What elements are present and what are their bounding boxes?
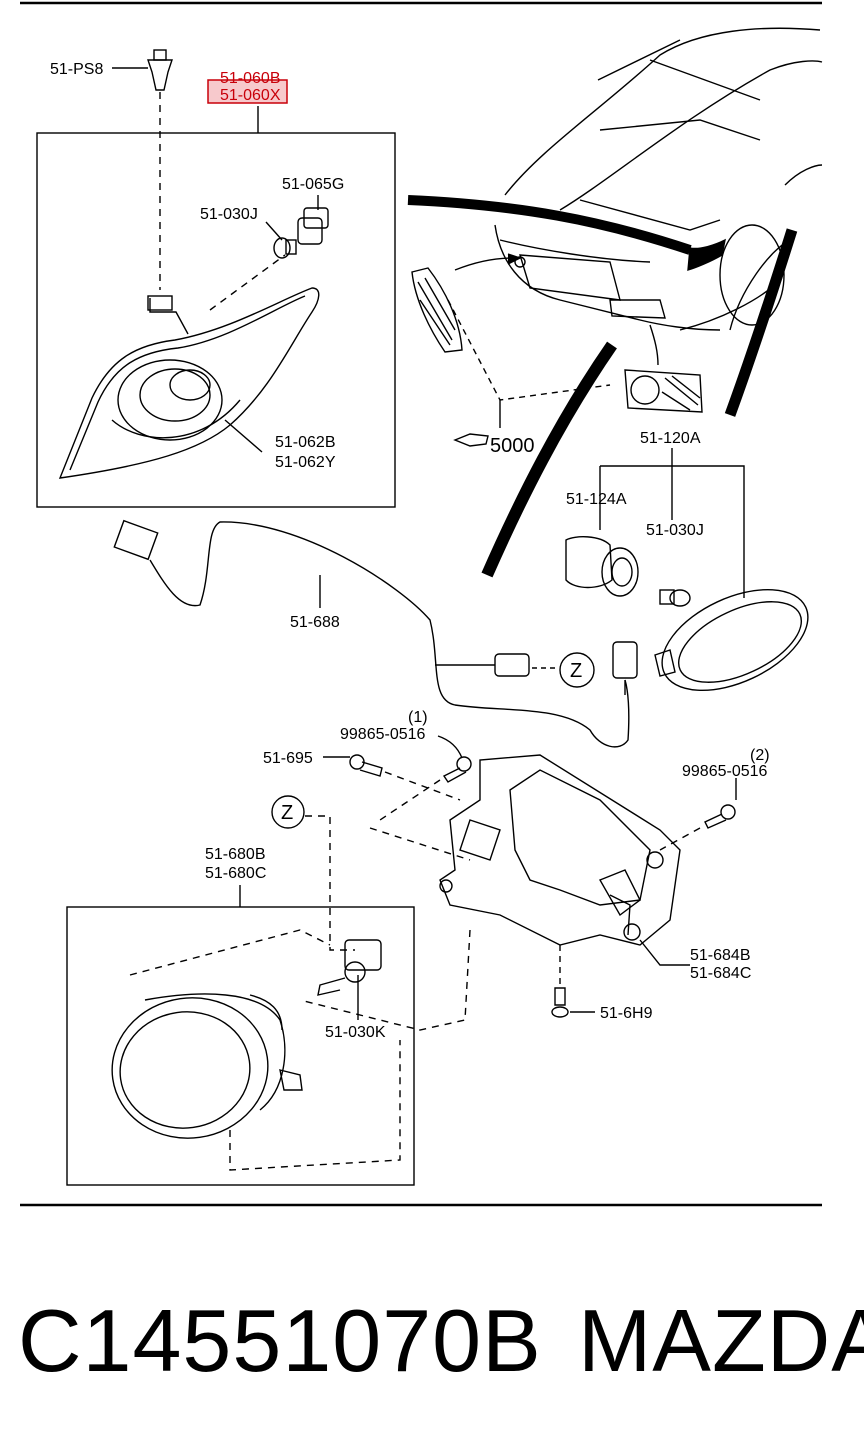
side-marker-socket-icon bbox=[565, 536, 639, 597]
label-51-060x: 51-060X bbox=[220, 87, 281, 104]
bumper-strip-icon bbox=[407, 195, 692, 255]
bolt-center-icon bbox=[379, 735, 472, 821]
label-51-680c: 51-680C bbox=[205, 865, 266, 882]
label-bolt-99865-0516-1: 99865-0516 bbox=[340, 726, 426, 743]
label-bolt-qty-1: (1) bbox=[408, 709, 428, 726]
bumper-end-icon bbox=[687, 238, 726, 271]
headlamp-box bbox=[36, 132, 396, 508]
clip-icon bbox=[112, 49, 173, 290]
bolt-left-icon bbox=[323, 754, 461, 801]
wiring-harness-icon bbox=[113, 519, 638, 748]
footer: C14551070B MAZDA bbox=[18, 1290, 864, 1392]
fog-grille-right-icon bbox=[624, 324, 703, 413]
zone-z-leader bbox=[305, 815, 355, 951]
label-51-060b: 51-060B bbox=[220, 70, 281, 87]
label-51-120a: 51-120A bbox=[640, 430, 701, 447]
bulb-icon bbox=[265, 221, 297, 259]
headlamp-assembly-icon bbox=[58, 254, 320, 479]
fog-grille-left-icon bbox=[411, 253, 522, 353]
fog-lamp-bracket-icon bbox=[369, 754, 681, 946]
label-51-124a: 51-124A bbox=[566, 491, 627, 508]
label-51-ps8: 51-PS8 bbox=[50, 61, 103, 78]
label-51-684c: 51-684C bbox=[690, 965, 751, 982]
label-51-680b: 51-680B bbox=[205, 846, 266, 863]
label-bolt-qty-2: (2) bbox=[750, 747, 770, 764]
part-number: C14551070B bbox=[18, 1291, 542, 1390]
fog-lamp-icon bbox=[111, 929, 401, 1171]
label-51-6h9: 51-6H9 bbox=[600, 1005, 653, 1022]
side-marker-bulb-icon bbox=[659, 589, 691, 607]
vehicle-front-icon bbox=[494, 27, 823, 331]
mount-leader bbox=[299, 929, 471, 1031]
side-marker-assembly bbox=[599, 448, 809, 692]
body-edge-right-icon bbox=[724, 228, 798, 417]
bolt-right-icon bbox=[659, 778, 737, 851]
label-zone-z-harness: Z bbox=[570, 660, 582, 682]
label-zone-z-lamp: Z bbox=[281, 802, 293, 824]
bracket-leader bbox=[639, 939, 690, 966]
lower-screw-icon bbox=[551, 945, 595, 1018]
fog-lamp-box bbox=[66, 906, 415, 1186]
zone-z-circle bbox=[271, 795, 305, 829]
brand-name: MAZDA bbox=[578, 1291, 864, 1390]
label-bolt-99865-0516-2: 99865-0516 bbox=[682, 763, 768, 780]
label-reference-5000: 5000 bbox=[490, 435, 535, 457]
label-51-030j-headlamp: 51-030J bbox=[200, 206, 258, 223]
label-51-062b: 51-062B bbox=[275, 434, 336, 451]
label-51-695: 51-695 bbox=[263, 750, 313, 767]
label-51-030j-marker: 51-030J bbox=[646, 522, 704, 539]
label-51-688: 51-688 bbox=[290, 614, 340, 631]
label-51-684b: 51-684B bbox=[690, 947, 751, 964]
fog-bulb-icon bbox=[317, 939, 382, 1020]
highlight-box bbox=[207, 79, 288, 104]
label-51-065g: 51-065G bbox=[282, 176, 344, 193]
reference-hand-icon bbox=[453, 433, 489, 447]
body-edge-left-icon bbox=[481, 341, 617, 578]
bulb-socket-icon bbox=[297, 195, 329, 245]
label-51-030k: 51-030K bbox=[325, 1024, 386, 1041]
label-51-062y: 51-062Y bbox=[275, 454, 336, 471]
